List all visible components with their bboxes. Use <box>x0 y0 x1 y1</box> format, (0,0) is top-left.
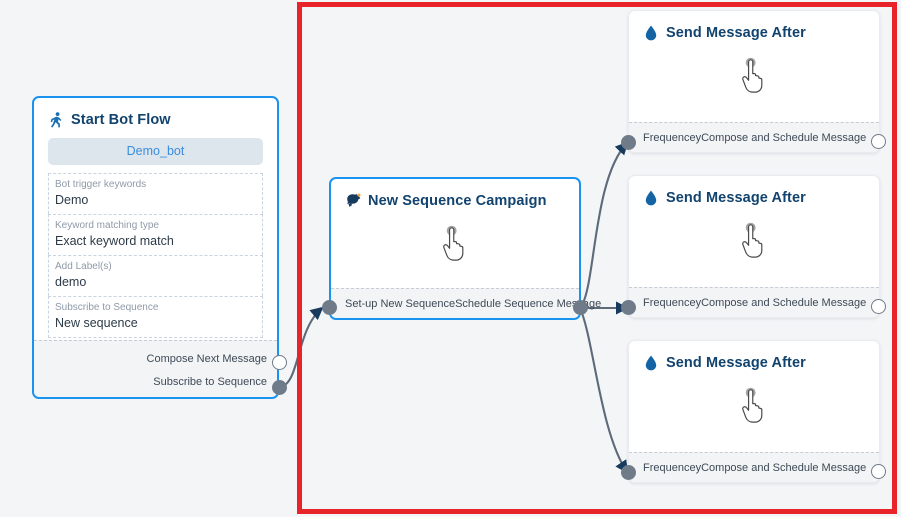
port-frequency-input-3[interactable] <box>621 465 636 480</box>
field-subscribe-to-sequence[interactable]: Subscribe to Sequence New sequence <box>48 296 263 338</box>
node-footer-start-bot-flow: Compose Next Message Subscribe to Sequen… <box>34 340 277 397</box>
footer-port-label: Compose Next Message <box>146 352 267 365</box>
node-body-send-message-after-3 <box>629 377 879 435</box>
pointing-hand-cursor-icon <box>435 224 475 264</box>
node-send-message-after-3[interactable]: Send Message After Frequencey Compose an… <box>628 340 880 483</box>
field-label: Keyword matching type <box>55 220 159 231</box>
water-drop-icon <box>643 24 659 41</box>
node-footer-send-message-after-3: Frequencey Compose and Schedule Message <box>629 452 879 482</box>
field-label: Subscribe to Sequence <box>55 302 159 313</box>
running-person-icon <box>48 111 64 128</box>
node-title: Send Message After <box>666 24 806 41</box>
port-setup-new-sequence-input[interactable] <box>322 300 337 315</box>
footer-label-compose-and-schedule-message: Compose and Schedule Message <box>701 462 867 474</box>
footer-label-frequency: Frequencey <box>643 462 702 474</box>
footer-label-frequency: Frequencey <box>643 297 702 309</box>
node-header-start-bot-flow: Start Bot Flow <box>34 98 277 134</box>
water-drop-icon <box>643 354 659 371</box>
edge-campaign-to-message-1 <box>579 141 629 309</box>
pointing-hand-cursor-icon <box>734 386 774 426</box>
node-header-send-message-after-1: Send Message After <box>629 11 879 47</box>
port-compose-and-schedule-message-2[interactable] <box>871 299 886 314</box>
bot-selector-pill[interactable]: Demo_bot <box>48 138 263 165</box>
footer-row-subscribe-to-sequence[interactable]: Subscribe to Sequence <box>34 370 277 393</box>
node-footer-send-message-after-2: Frequencey Compose and Schedule Message <box>629 287 879 317</box>
water-drop-icon <box>643 189 659 206</box>
field-value: demo <box>55 275 87 289</box>
node-new-sequence-campaign[interactable]: New Sequence Campaign Set-up New Sequenc… <box>329 177 601 320</box>
node-header-send-message-after-3: Send Message After <box>629 341 879 377</box>
node-footer-send-message-after-1: Frequencey Compose and Schedule Message <box>629 122 879 152</box>
node-body-send-message-after-2 <box>629 212 879 270</box>
field-bot-trigger-keywords[interactable]: Bot trigger keywords Demo <box>48 173 263 214</box>
node-header-new-sequence-campaign: New Sequence Campaign <box>331 179 579 215</box>
port-frequency-input-2[interactable] <box>621 300 636 315</box>
field-keyword-matching-type[interactable]: Keyword matching type Exact keyword matc… <box>48 214 263 255</box>
edge-campaign-to-message-3 <box>579 307 629 474</box>
field-label: Bot trigger keywords <box>55 179 147 190</box>
node-title: New Sequence Campaign <box>368 192 547 209</box>
node-send-message-after-1[interactable]: Send Message After Frequencey Compose an… <box>628 10 880 153</box>
field-label: Add Label(s) <box>55 261 112 272</box>
node-body-send-message-after-1 <box>629 47 879 105</box>
node-send-message-after-2[interactable]: Send Message After Frequencey Compose an… <box>628 175 880 318</box>
port-compose-and-schedule-message-1[interactable] <box>871 134 886 149</box>
footer-label-compose-and-schedule-message: Compose and Schedule Message <box>701 297 867 309</box>
field-value: New sequence <box>55 316 138 330</box>
footer-label-frequency: Frequencey <box>643 132 702 144</box>
footer-label-setup-new-sequence: Set-up New Sequence <box>345 298 456 310</box>
node-title: Send Message After <box>666 189 806 206</box>
megaphone-icon <box>345 192 361 209</box>
port-schedule-sequence-message-output[interactable] <box>573 300 588 315</box>
port-compose-next-message[interactable] <box>272 355 287 370</box>
footer-label-schedule-sequence-message: Schedule Sequence Message <box>455 298 602 310</box>
node-footer-new-sequence-campaign: Set-up New Sequence Schedule Sequence Me… <box>331 288 601 318</box>
pointing-hand-cursor-icon <box>734 221 774 261</box>
bot-name-label: Demo_bot <box>126 144 185 158</box>
port-frequency-input-1[interactable] <box>621 135 636 150</box>
node-header-send-message-after-2: Send Message After <box>629 176 879 212</box>
node-title: Send Message After <box>666 354 806 371</box>
bot-field-list: Bot trigger keywords Demo Keyword matchi… <box>48 173 263 338</box>
field-value: Demo <box>55 193 89 207</box>
port-subscribe-to-sequence[interactable] <box>272 380 287 395</box>
node-title: Start Bot Flow <box>71 111 171 128</box>
footer-row-compose-next-message[interactable]: Compose Next Message <box>34 347 277 370</box>
node-start-bot-flow[interactable]: Start Bot Flow Demo_bot Bot trigger keyw… <box>32 96 279 399</box>
pointing-hand-cursor-icon <box>734 56 774 96</box>
field-value: Exact keyword match <box>55 234 174 248</box>
footer-port-label: Subscribe to Sequence <box>153 375 267 388</box>
field-add-labels[interactable]: Add Label(s) demo <box>48 255 263 296</box>
edge-start-to-campaign <box>280 306 324 389</box>
footer-label-compose-and-schedule-message: Compose and Schedule Message <box>701 132 867 144</box>
node-body-new-sequence-campaign <box>331 215 579 273</box>
port-compose-and-schedule-message-3[interactable] <box>871 464 886 479</box>
